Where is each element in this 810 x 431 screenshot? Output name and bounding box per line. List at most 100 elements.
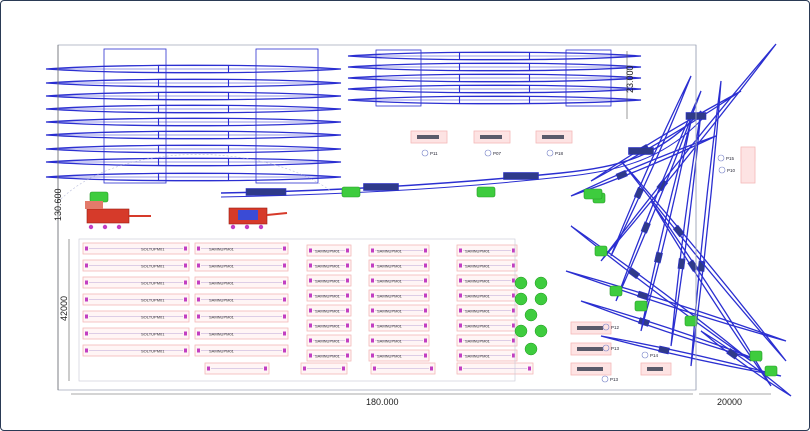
col3-block-7-marker-r (512, 338, 515, 343)
nacelle-block-6-marker-r (184, 331, 187, 336)
fan-hub-3 (634, 300, 648, 312)
col1-label-2: SAMNUPM01 (315, 264, 341, 269)
nacelle-label-7: SOLTUPM01 (141, 349, 165, 354)
col2-label-2: SAMNUPM01 (377, 264, 403, 269)
col3-block-4-marker-r (512, 293, 515, 298)
col1-label-1: SAMNUPM01 (315, 249, 341, 254)
nacelle-block-2-marker-l (85, 263, 88, 268)
hub-block-7-marker-r (283, 348, 286, 353)
nacelle-block-3-marker-r (184, 280, 187, 285)
crane-wheel-5 (244, 224, 250, 230)
col1-block-4-marker-l (309, 293, 312, 298)
nacelle-label-1: SOLTUPM01 (141, 247, 165, 252)
tower-section-4 (628, 147, 654, 155)
fan-blade-13 (620, 160, 787, 362)
col2-label-1: SAMNUPM01 (377, 249, 403, 254)
fan-tower-section-7 (654, 251, 663, 264)
fan-hub-2 (609, 285, 623, 297)
nacelle-block-3-marker-l (85, 280, 88, 285)
fan-blade-14 (650, 200, 772, 387)
nacelle-block-4-marker-l (85, 297, 88, 302)
green-part-5 (524, 308, 538, 322)
crane-wheel-2 (102, 224, 108, 230)
hub-block-2-marker-l (197, 263, 200, 268)
col1-label-5: SAMNUPM01 (315, 309, 341, 314)
col3-label-4: SAMNUPM01 (465, 294, 491, 299)
col2-label-4: SAMNUPM01 (377, 294, 403, 299)
col2-label-7: SAMNUPM01 (377, 339, 403, 344)
col3-label-3: SAMNUPM01 (465, 279, 491, 284)
col3-label-5: SAMNUPM01 (465, 309, 491, 314)
tower-section-2 (363, 183, 399, 191)
hub-block-2-marker-r (283, 263, 286, 268)
col2-block-7-marker-l (371, 338, 374, 343)
crane-wheel-3 (116, 224, 122, 230)
storage-area (78, 238, 516, 382)
fan-hub-6 (764, 365, 778, 377)
col3-block-3-marker-l (459, 278, 462, 283)
tower-hub-3 (583, 188, 603, 200)
hub-label-5: SAMNUPM01 (209, 315, 235, 320)
fan-tower-section-6 (640, 221, 651, 234)
col3-block-8-marker-r (512, 353, 515, 358)
col2-label-8: SAMNUPM01 (377, 354, 403, 359)
fan-tower-section-12 (627, 267, 641, 280)
green-part-6 (514, 324, 528, 338)
tower-hub-1 (341, 186, 361, 198)
tag-label-1: P11 (430, 151, 438, 156)
fan-tower-section-11 (726, 347, 739, 360)
col1-label-7: SAMNUPM01 (315, 339, 341, 344)
fan-hub-1 (594, 245, 608, 257)
col1-block-5-marker-l (309, 308, 312, 313)
bottom-block-4-marker-r (528, 366, 531, 371)
col2-label-3: SAMNUPM01 (377, 279, 403, 284)
col2-block-8-marker-l (371, 353, 374, 358)
col3-label-1: SAMNUPM01 (465, 249, 491, 254)
col2-block-5-marker-l (371, 308, 374, 313)
col3-label-7: SAMNUPM01 (465, 339, 491, 344)
col2-block-1-marker-l (371, 248, 374, 253)
tower-route-b (220, 114, 707, 198)
col3-label-6: SAMNUPM01 (465, 324, 491, 329)
nacelle-block-1-marker-l (85, 246, 88, 251)
hub-block-6-marker-r (283, 331, 286, 336)
bottom-block-4-marker-l (459, 366, 462, 371)
crane-wheel-1 (88, 224, 94, 230)
col3-block-1-marker-l (459, 248, 462, 253)
col3-block-3-marker-r (512, 278, 515, 283)
col3-block-5-marker-r (512, 308, 515, 313)
transport-load-6 (577, 367, 603, 371)
col2-block-2-marker-r (424, 263, 427, 268)
col2-label-6: SAMNUPM01 (377, 324, 403, 329)
col1-block-7-marker-l (309, 338, 312, 343)
col1-block-2-marker-l (309, 263, 312, 268)
col3-block-4-marker-l (459, 293, 462, 298)
fan-hub-4 (684, 315, 698, 327)
col2-block-4-marker-l (371, 293, 374, 298)
bottom-block-2-marker-r (342, 366, 345, 371)
col2-block-6-marker-r (424, 323, 427, 328)
tower-line (60, 110, 707, 203)
green-part-8 (524, 342, 538, 356)
fan-tower-section-2 (633, 186, 645, 200)
hub-label-2: SAMNUPM01 (209, 264, 235, 269)
col1-block-3-marker-r (346, 278, 349, 283)
col2-block-5-marker-r (424, 308, 427, 313)
left-stack-rack-a (103, 48, 167, 184)
col1-block-1-marker-l (309, 248, 312, 253)
component-blocks: SOLTUPM01SOLTUPM01SOLTUPM01SOLTUPM01SOLT… (78, 238, 534, 382)
blade-stack-left (45, 48, 342, 184)
col2-block-1-marker-r (424, 248, 427, 253)
col1-block-7-marker-r (346, 338, 349, 343)
tag-label-5: P13 (611, 346, 620, 351)
fan-tower-section-14 (687, 259, 699, 272)
tag-label-6: P13 (610, 377, 619, 382)
tag-marker-9 (718, 166, 726, 174)
nacelle-block-6-marker-l (85, 331, 88, 336)
transport-load-4 (577, 326, 603, 330)
nacelle-label-3: SOLTUPM01 (141, 281, 165, 286)
hub-block-5-marker-l (197, 314, 200, 319)
bottom-block-3-marker-l (373, 366, 376, 371)
tag-label-9: P10 (727, 168, 736, 173)
fan-blade-4 (565, 270, 787, 342)
